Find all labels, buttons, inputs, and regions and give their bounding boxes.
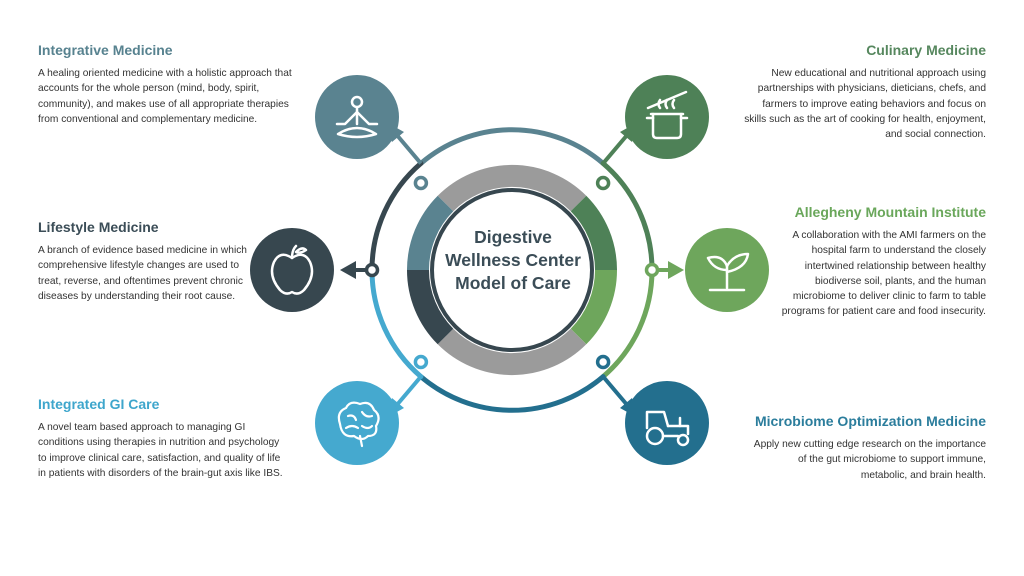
inner-arc-culinary bbox=[570, 195, 618, 271]
inner-arc-ami bbox=[570, 269, 618, 345]
outer-arc-gi bbox=[369, 267, 424, 380]
integrative-medicine-text: A healing oriented medicine with a holis… bbox=[38, 68, 292, 125]
dot-microbiome bbox=[595, 354, 611, 370]
outer-arc-ami bbox=[600, 267, 655, 380]
connector-microbiome bbox=[601, 375, 630, 408]
dot-lifestyle bbox=[364, 262, 380, 278]
inner-arc-top bbox=[437, 165, 587, 212]
lifestyle-medicine-text: A branch of evidence based medicine in w… bbox=[38, 245, 247, 302]
inner-ring bbox=[406, 165, 618, 375]
integrated-gi-care-title: Integrated GI Care bbox=[38, 396, 160, 412]
connector-integrative bbox=[394, 132, 423, 165]
center-title: Digestive Wellness Center Model of Care bbox=[445, 227, 581, 294]
outer-arc-lifestyle bbox=[369, 160, 424, 273]
lifestyle-medicine-title: Lifestyle Medicine bbox=[38, 219, 159, 235]
junction-dots bbox=[364, 175, 660, 370]
dot-culinary bbox=[595, 175, 611, 191]
outer-arc-integrative bbox=[418, 127, 606, 166]
dot-gi bbox=[413, 354, 429, 370]
microbiome-optimization-block: Microbiome Optimization Medicine Apply n… bbox=[750, 413, 986, 483]
culinary-medicine-title: Culinary Medicine bbox=[866, 42, 986, 58]
outer-arc-culinary bbox=[600, 160, 655, 273]
connector-gi bbox=[394, 375, 423, 408]
cooking-pot-icon bbox=[625, 75, 709, 159]
inner-arc-integrative bbox=[406, 195, 454, 271]
outer-ring bbox=[369, 127, 655, 413]
allegheny-mountain-institute-title: Allegheny Mountain Institute bbox=[794, 204, 986, 220]
connector-culinary bbox=[601, 132, 630, 165]
integrated-gi-care-block: Integrated GI Care A novel team based ap… bbox=[38, 396, 288, 481]
lifestyle-medicine-block: Lifestyle Medicine A branch of evidence … bbox=[38, 219, 248, 304]
sprout-icon bbox=[685, 228, 769, 312]
meditation-icon bbox=[315, 75, 399, 159]
inner-arc-bottom bbox=[437, 328, 587, 375]
inner-arc-lifestyle-low bbox=[406, 269, 454, 345]
integrative-medicine-block: Integrative Medicine A healing oriented … bbox=[38, 42, 308, 127]
dot-integrative bbox=[413, 175, 429, 191]
allegheny-mountain-institute-text: A collaboration with the AMI farmers on … bbox=[781, 230, 986, 318]
dot-ami bbox=[644, 262, 660, 278]
outer-arc-microbiome bbox=[418, 374, 606, 413]
arrow-lifestyle bbox=[340, 261, 356, 279]
allegheny-mountain-institute-block: Allegheny Mountain Institute A collabora… bbox=[780, 204, 986, 320]
arrow-ami bbox=[668, 261, 684, 279]
integrative-medicine-title: Integrative Medicine bbox=[38, 42, 173, 58]
culinary-medicine-block: Culinary Medicine New educational and nu… bbox=[740, 42, 986, 142]
brain-icon bbox=[315, 381, 399, 465]
center-disk bbox=[430, 188, 594, 352]
microbiome-optimization-title: Microbiome Optimization Medicine bbox=[754, 413, 986, 429]
microbiome-optimization-text: Apply new cutting edge research on the i… bbox=[753, 439, 986, 481]
culinary-medicine-text: New educational and nutritional approach… bbox=[744, 68, 986, 141]
tractor-icon bbox=[625, 381, 709, 465]
integrated-gi-care-text: A novel team based approach to managing … bbox=[38, 422, 283, 479]
apple-icon bbox=[250, 228, 334, 312]
